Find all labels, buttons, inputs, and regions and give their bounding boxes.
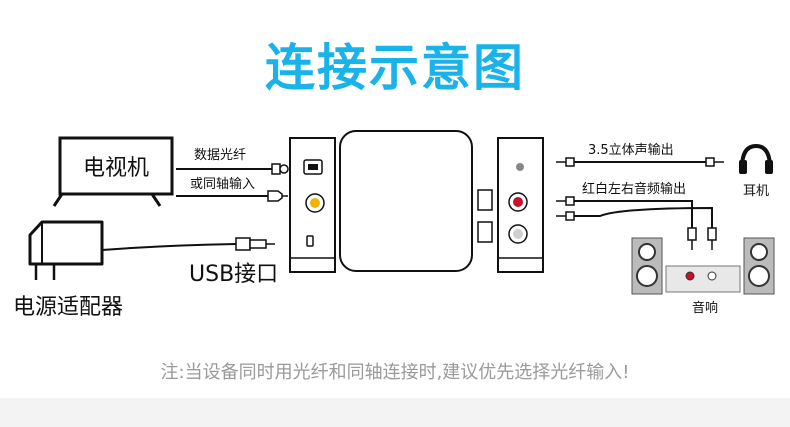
coaxial-cable: 或同轴输入 xyxy=(176,176,288,202)
optical-label: 数据光纤 xyxy=(194,148,246,163)
stereo-label: 3.5立体声输出 xyxy=(588,142,674,158)
stereo-cable: 3.5立体声输出 xyxy=(556,142,724,167)
speaker-label: 音响 xyxy=(692,300,718,316)
usb-plug-icon xyxy=(235,237,251,251)
optical-plug-icon xyxy=(271,163,281,175)
headphones-icon: 耳机 xyxy=(739,143,773,199)
tv-icon: 电视机 xyxy=(52,136,174,207)
headphones-label: 耳机 xyxy=(743,184,769,199)
rca-label: 红白左右音频输出 xyxy=(582,181,686,197)
coaxial-label: 或同轴输入 xyxy=(190,176,255,192)
footer-band xyxy=(0,398,790,427)
usb-label: USB接口 xyxy=(189,262,278,287)
speaker-icon: 音响 xyxy=(631,237,775,316)
usb-port-icon xyxy=(306,235,314,247)
optical-cable: 数据光纤 xyxy=(176,148,289,175)
footer-note: 注:当设备同时用光纤和同轴连接时,建议优先选择光纤输入! xyxy=(160,362,630,383)
rca-cables: 红白左右音频输出 xyxy=(556,181,717,250)
converter-box-icon xyxy=(289,130,544,273)
adapter-label: 电源适配器 xyxy=(13,295,123,320)
power-adapter-icon xyxy=(28,220,275,280)
tv-label: 电视机 xyxy=(83,156,149,181)
audio-jack-icon xyxy=(516,163,524,171)
diagram-title: 连接示意图 xyxy=(265,39,525,97)
rca-plug-icon xyxy=(267,190,283,202)
